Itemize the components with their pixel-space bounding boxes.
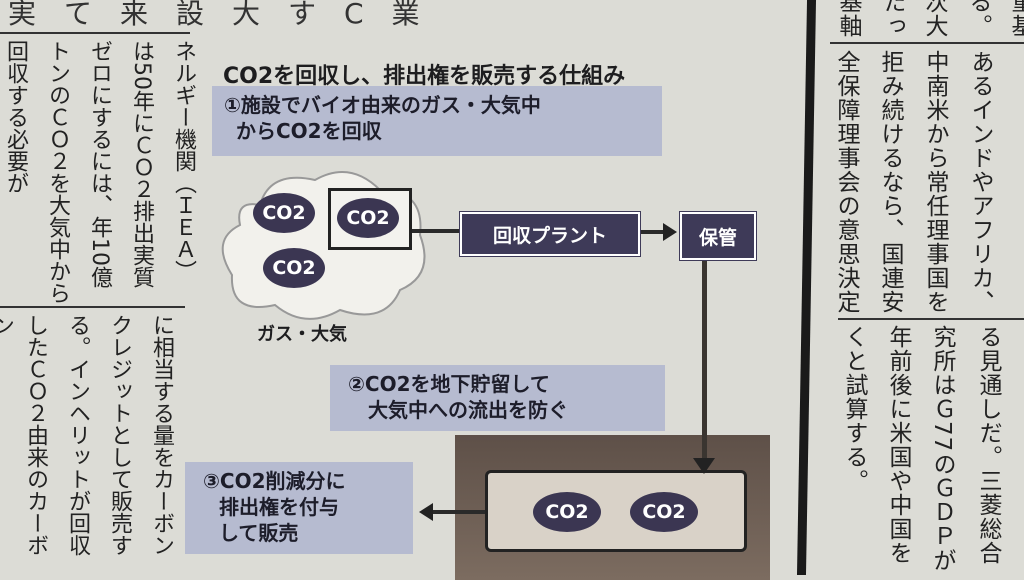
text-column: 拒み続けるなら、国連安 <box>877 50 903 314</box>
text-column: は50年にＣＯ２排出実質 <box>129 40 154 288</box>
step1-line: ①施設でバイオ由来のガス・大気中 <box>224 93 541 117</box>
text-fragment: 基軸 <box>835 0 861 38</box>
text-column: 年前後に米国や中国を <box>885 325 911 565</box>
arrow-line <box>702 260 707 460</box>
text-column: ゼロにするには、年10億 <box>87 40 112 288</box>
capture-plant-box: 回収プラント <box>459 211 641 257</box>
storage-reservoir <box>485 470 747 552</box>
step2-line: 大気中への流出を防ぐ <box>368 398 568 422</box>
top-row-text: 実 て 来 設 大 す C 業 <box>8 0 420 30</box>
text-column: したＣＯ２由来のカーボ <box>23 314 48 556</box>
arrow-left-icon <box>419 503 433 521</box>
text-fragment: 重基 <box>1007 0 1024 38</box>
step1-box: ①施設でバイオ由来のガス・大気中 からCO2を回収 <box>212 86 662 156</box>
text-column: ン <box>0 314 14 336</box>
co2-molecule: CO2 <box>533 492 601 532</box>
text-column: 全保障理事会の意思決定 <box>833 50 859 314</box>
source-label: ガス・大気 <box>257 324 347 345</box>
text-column: クレジットとして販売す <box>107 314 132 556</box>
text-column: 究所はＧ77のＧＤＰが <box>929 325 955 573</box>
step1-line: からCO2を回収 <box>236 119 382 143</box>
co2-molecule: CO2 <box>337 198 399 238</box>
co2-molecule: CO2 <box>263 248 325 288</box>
text-column: くと試算する。 <box>841 325 867 493</box>
text-column: あるインドやアフリカ、 <box>967 50 993 314</box>
arrow-line <box>433 510 485 514</box>
diagram-title: CO2を回収し、排出権を販売する仕組み <box>223 64 626 89</box>
co2-credit-diagram: CO2を回収し、排出権を販売する仕組み ①施設でバイオ由来のガス・大気中 からC… <box>185 40 795 580</box>
text-fragment: たっ <box>879 0 905 38</box>
text-column: トンのＣＯ２を大気中から <box>45 40 70 304</box>
step3-line: 排出権を付与 <box>219 495 339 519</box>
connector-line <box>412 229 460 233</box>
arrow-right-icon <box>663 223 677 241</box>
text-fragment: 次大 <box>921 0 947 38</box>
text-column: る見通しだ。三菱総合 <box>975 325 1001 565</box>
column-divider <box>796 0 817 575</box>
co2-molecule: CO2 <box>630 492 698 532</box>
step2-line: ②CO2を地下貯留して <box>348 372 550 396</box>
text-column: る。インヘリットが回収 <box>65 314 90 556</box>
text-column: ネルギー機関（ＩＥＡ） <box>171 40 196 282</box>
co2-molecule: CO2 <box>253 193 315 233</box>
text-column: に相当する量をカーボン <box>149 314 174 556</box>
arrow-line <box>640 230 665 234</box>
divider <box>830 42 1024 44</box>
divider <box>0 32 190 34</box>
step3-box: ③CO2削減分に 排出権を付与 して販売 <box>185 462 413 554</box>
text-column: 回収する必要が <box>3 40 28 194</box>
divider <box>0 306 185 308</box>
divider <box>838 318 1024 320</box>
step3-line: して販売 <box>219 521 299 545</box>
text-column: 中南米から常任理事国を <box>922 50 948 314</box>
step3-line: ③CO2削減分に <box>203 469 346 493</box>
text-fragment: る。 <box>965 0 991 38</box>
storage-box: 保管 <box>679 211 757 261</box>
arrow-down-icon <box>693 458 715 474</box>
step2-box: ②CO2を地下貯留して 大気中への流出を防ぐ <box>330 365 665 431</box>
